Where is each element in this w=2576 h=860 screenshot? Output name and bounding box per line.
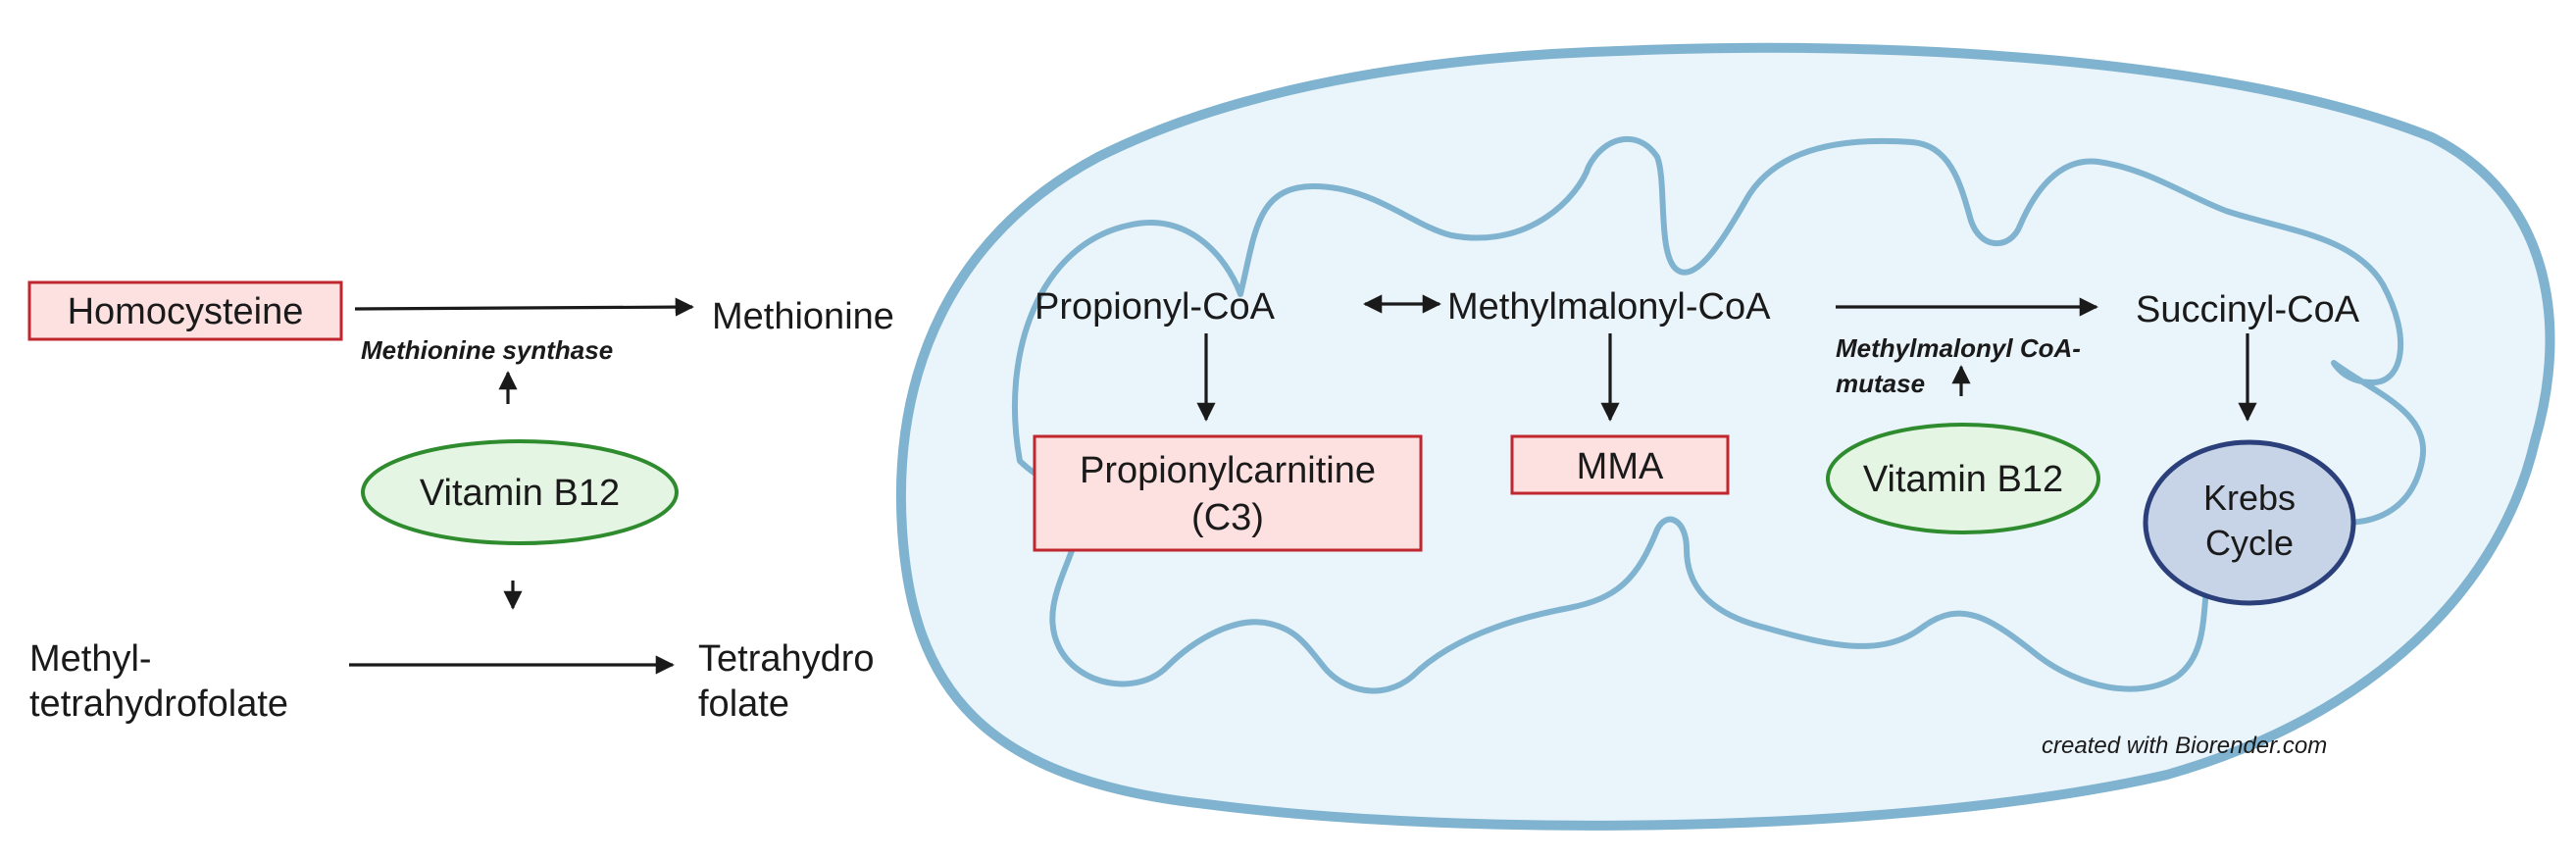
- propionylcarnitine-box: Propionylcarnitine (C3): [1033, 434, 1423, 552]
- propionylcarnitine-label-line2: (C3): [1191, 497, 1264, 538]
- homocysteine-box: Homocysteine: [27, 280, 343, 341]
- methionine-label: Methionine: [712, 296, 894, 337]
- homocysteine-label: Homocysteine: [68, 291, 304, 332]
- succinyl-coa-label: Succinyl-CoA: [2136, 289, 2360, 330]
- vitamin-b12-mitochondrion: Vitamin B12: [1826, 423, 2100, 534]
- mma-box: MMA: [1510, 434, 1730, 495]
- thf-label-line1: Tetrahydro: [698, 638, 875, 680]
- krebs-cycle-node: Krebs Cycle: [2143, 439, 2356, 606]
- vitamin-b12-cytosol-label: Vitamin B12: [420, 473, 620, 514]
- propionyl-coa-label: Propionyl-CoA: [1035, 286, 1276, 328]
- arrow-homocysteine-to-methionine: [354, 297, 694, 317]
- methyl-thf-label-line1: Methyl-: [29, 638, 152, 680]
- mitochondrion-cristae: [1011, 136, 2427, 694]
- methylmalonyl-coa-mutase-label-line2: mutase: [1836, 369, 1925, 398]
- mma-label: MMA: [1577, 446, 1664, 487]
- krebs-label-line1: Krebs: [2203, 478, 2296, 518]
- vitamin-b12-mitochondrion-label: Vitamin B12: [1863, 459, 2063, 500]
- methylmalonyl-coa-mutase-label-line1: Methylmalonyl CoA-: [1836, 333, 2081, 363]
- methyl-thf-label-line2: tetrahydrofolate: [29, 683, 288, 725]
- krebs-label-line2: Cycle: [2205, 523, 2294, 563]
- credit-text: created with Biorender.com: [2042, 733, 2327, 759]
- thf-label-line2: folate: [698, 683, 789, 725]
- propionylcarnitine-label-line1: Propionylcarnitine: [1080, 450, 1376, 491]
- methylmalonyl-coa-label: Methylmalonyl-CoA: [1447, 286, 1771, 328]
- methionine-synthase-label: Methionine synthase: [361, 335, 613, 365]
- vitamin-b12-cytosol: Vitamin B12: [361, 439, 679, 545]
